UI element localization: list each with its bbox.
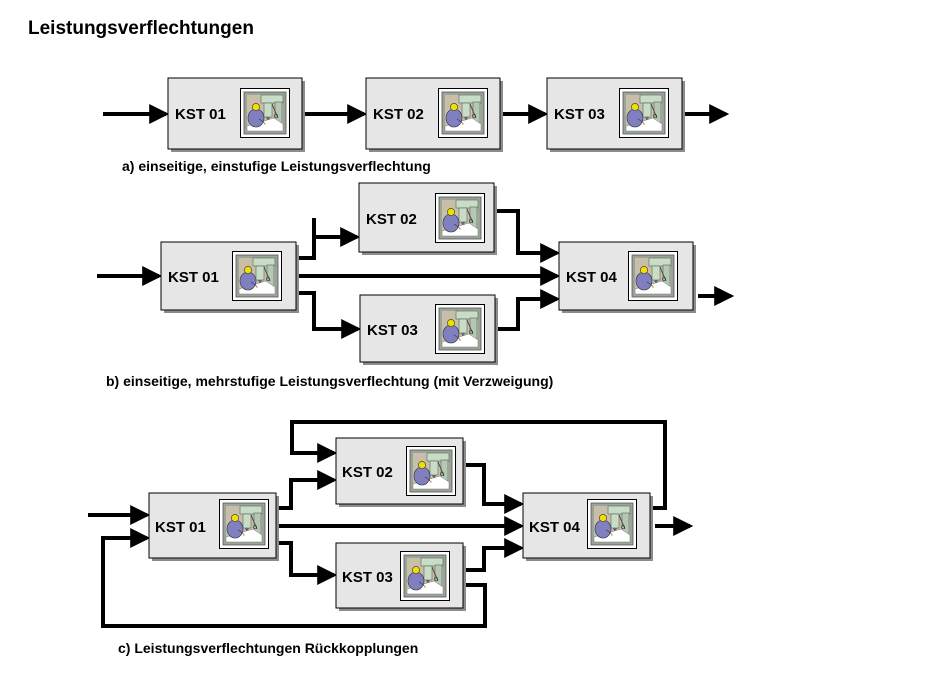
diagram-c: KST 01 KST 02 KST 03 KST 04: [88, 420, 694, 628]
worker-at-drill-press-icon: [219, 499, 269, 549]
box-label: KST 04: [566, 269, 618, 286]
feedback-arrow-kst04-kst02: [290, 420, 667, 510]
box-label: KST 03: [342, 569, 393, 586]
worker-at-drill-press-icon: [435, 193, 485, 243]
arrow-kst03-kst04: [464, 538, 525, 572]
box-label: KST 02: [373, 106, 424, 123]
worker-at-drill-press-icon: [628, 251, 678, 301]
box-label: KST 01: [168, 269, 219, 286]
cost-center-box: KST 02: [335, 437, 466, 507]
worker-at-drill-press-icon: [232, 251, 282, 301]
worker-at-drill-press-icon: [435, 304, 485, 354]
worker-at-drill-press-icon: [587, 499, 637, 549]
diagram-b: KST 01 KST 02 KST 03 KST 04: [97, 182, 735, 365]
cost-center-box: KST 03: [335, 542, 466, 611]
arrow-kst01-kst02: [277, 470, 338, 510]
worker-at-drill-press-icon: [406, 446, 456, 496]
arrow-kst02-kst04: [464, 463, 525, 514]
connectors-b: [97, 209, 735, 339]
cost-center-box: KST 03: [546, 77, 685, 152]
cost-center-box: KST 03: [359, 294, 498, 365]
box-label: KST 04: [529, 519, 581, 536]
box-label: KST 03: [367, 322, 418, 339]
arrow-kst01-kst03: [297, 291, 362, 339]
worker-at-drill-press-icon: [240, 88, 290, 138]
branch-stub: [297, 218, 316, 260]
arrow-kst03-kst04: [496, 289, 561, 331]
worker-at-drill-press-icon: [400, 551, 450, 601]
cost-center-box: KST 02: [365, 77, 503, 152]
cost-center-box: KST 01: [148, 492, 279, 561]
page-title: Leistungsverflechtungen: [28, 18, 254, 39]
arrow-kst01-kst03: [277, 541, 338, 585]
box-label: KST 01: [175, 106, 226, 123]
caption-c: c) Leistungsverflechtungen Rückkopplunge…: [118, 640, 419, 656]
cost-center-box: KST 04: [558, 241, 696, 313]
cost-center-box: KST 04: [522, 492, 653, 561]
cost-center-box: KST 01: [160, 241, 299, 313]
box-label: KST 03: [554, 106, 605, 123]
diagram-a: KST 01 KST 02 KST 03: [103, 77, 730, 152]
box-label: KST 02: [342, 464, 393, 481]
worker-at-drill-press-icon: [438, 88, 488, 138]
feedback-arrow-kst03-kst01: [101, 528, 487, 628]
box-label: KST 02: [366, 211, 417, 228]
connectors-c: [88, 420, 694, 628]
caption-b: b) einseitige, mehrstufige Leistungsverf…: [106, 373, 554, 389]
cost-center-box: KST 01: [167, 77, 305, 152]
caption-a: a) einseitige, einstufige Leistungsverfl…: [122, 158, 431, 174]
worker-at-drill-press-icon: [619, 88, 669, 138]
cost-center-box: KST 02: [358, 182, 497, 255]
arrow-kst02-kst04: [495, 209, 561, 263]
box-label: KST 01: [155, 519, 206, 536]
